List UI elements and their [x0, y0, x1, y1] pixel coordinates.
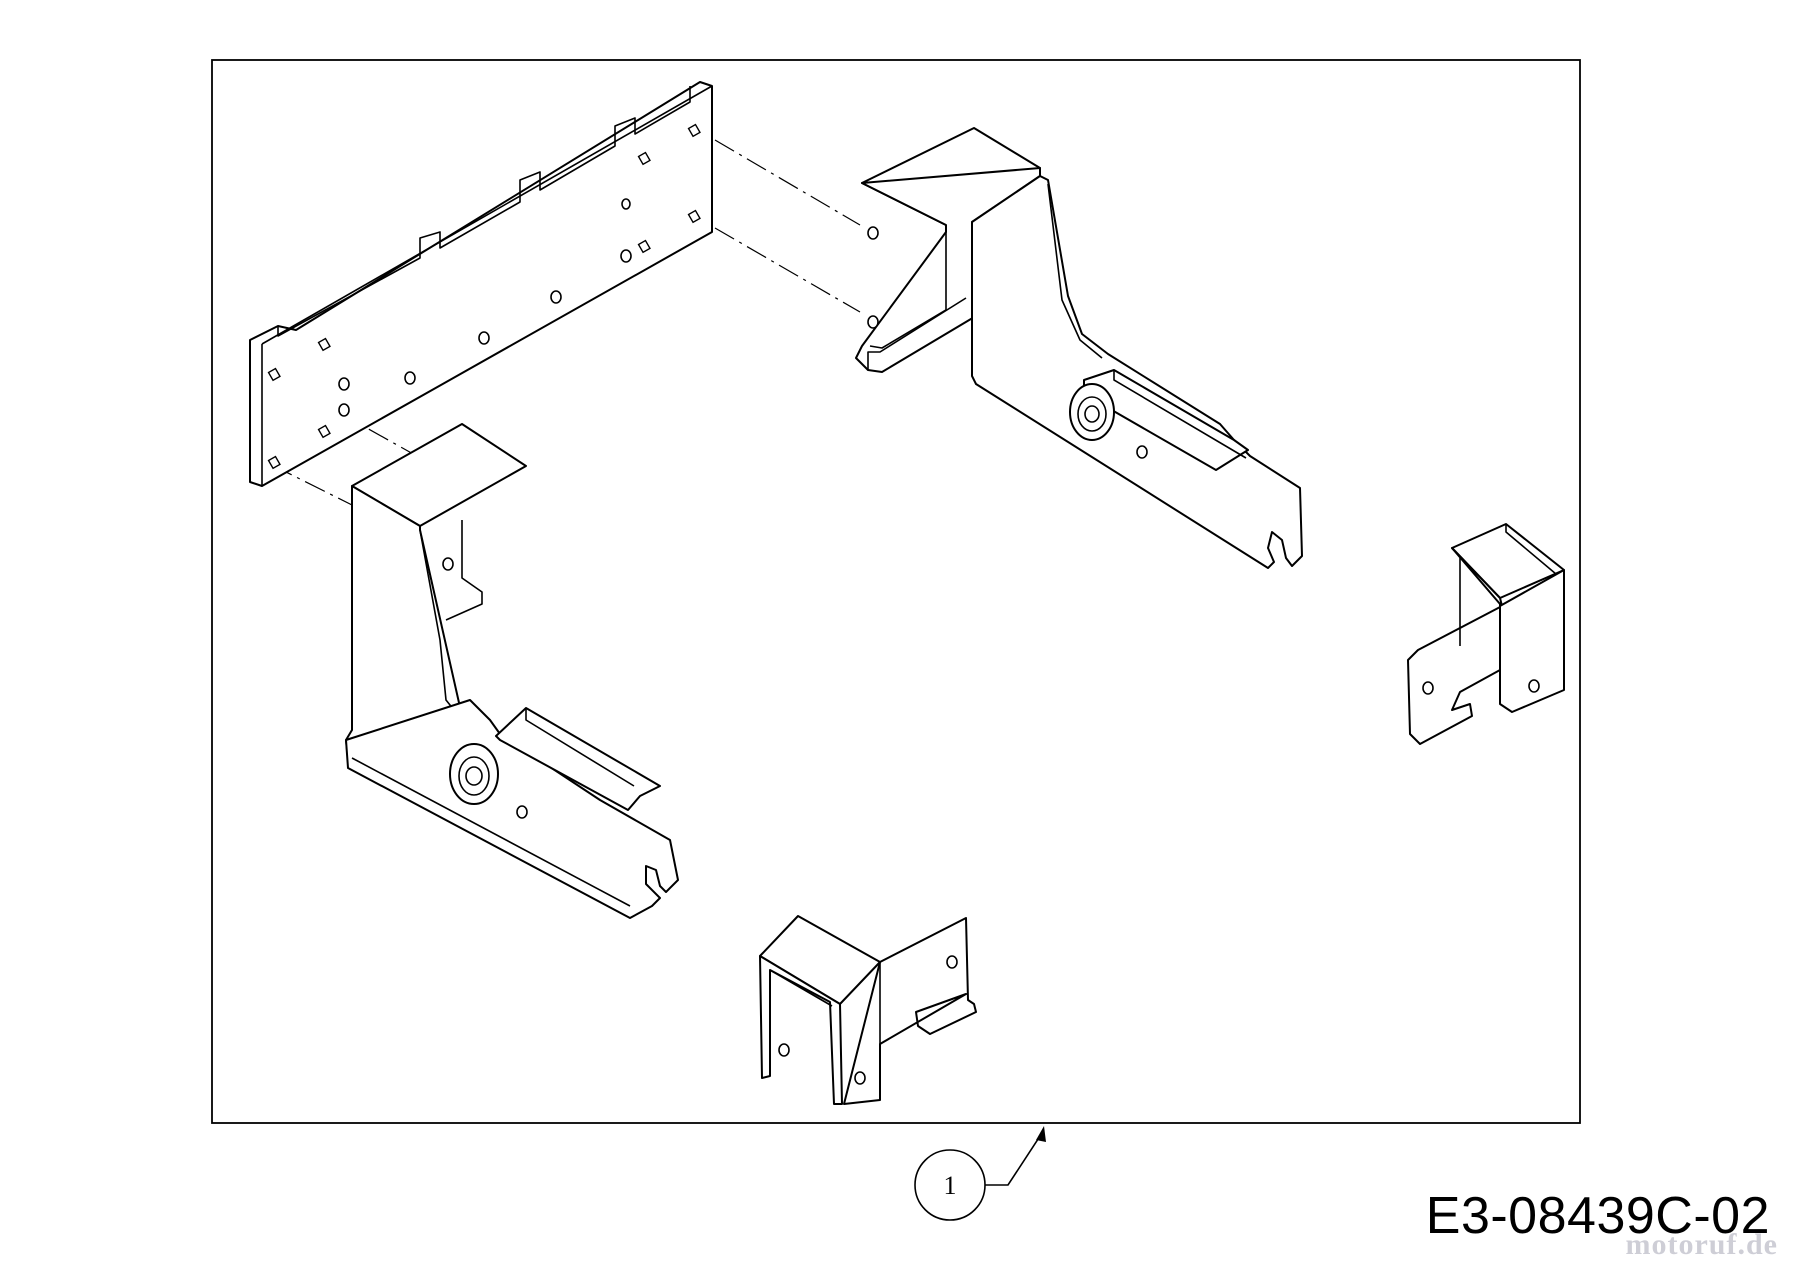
callout-number: 1: [944, 1171, 957, 1200]
callout-circle: [914, 1149, 986, 1221]
small-bracket-bottom: [759, 915, 977, 1105]
mounting-plate: [249, 81, 713, 487]
assembly-frame: [211, 59, 1581, 1124]
right-side-bracket: [855, 127, 1303, 569]
small-bracket-right: [1407, 523, 1565, 745]
left-side-bracket: [345, 423, 679, 919]
callout: 1: [914, 1126, 1046, 1221]
drawing-code: E3-08439C-02: [1425, 1187, 1770, 1245]
watermark-logo: motoruf.de: [1625, 1228, 1778, 1261]
